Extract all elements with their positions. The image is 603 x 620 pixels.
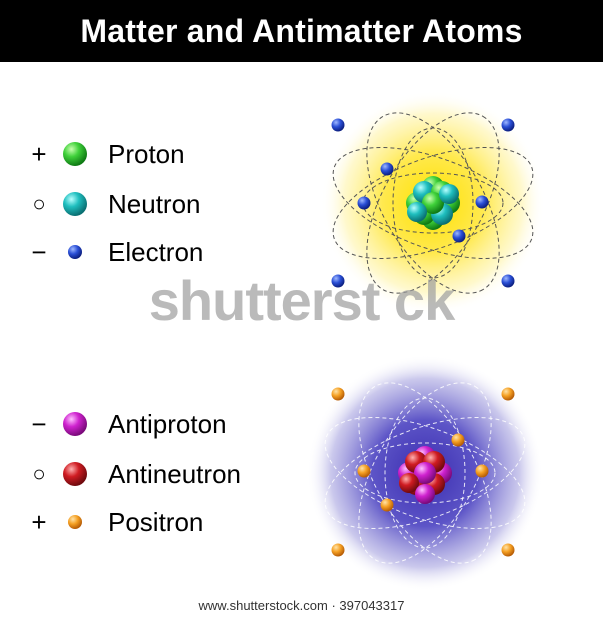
electron-icon bbox=[58, 235, 92, 269]
antimatter-atom-diagram bbox=[307, 355, 543, 591]
neutron-label: Neutron bbox=[108, 188, 201, 219]
legend-item-neutron: ○ Neutron bbox=[28, 184, 201, 224]
proton-icon bbox=[58, 137, 92, 171]
legend-item-positron: + Positron bbox=[28, 502, 203, 542]
neutral-sign: ○ bbox=[32, 461, 46, 486]
minus-sign: − bbox=[31, 237, 47, 267]
positron-icon bbox=[58, 505, 92, 539]
positrons bbox=[331, 387, 515, 557]
nucleus bbox=[406, 176, 460, 230]
watermark: shutterst ck bbox=[148, 269, 455, 332]
electron-label: Electron bbox=[108, 236, 204, 267]
antiproton-label: Antiproton bbox=[108, 408, 227, 439]
neutral-sign: ○ bbox=[32, 191, 46, 216]
footer-credit: www.shutterstock.com · 397043317 bbox=[198, 598, 405, 613]
plus-sign: + bbox=[31, 139, 47, 169]
matter-atom-diagram bbox=[321, 91, 545, 315]
page-title: Matter and Antimatter Atoms bbox=[0, 0, 603, 62]
neutron-icon bbox=[58, 187, 92, 221]
electrons bbox=[331, 118, 515, 288]
plus-sign: + bbox=[31, 507, 47, 537]
legend-item-proton: + Proton bbox=[28, 134, 185, 174]
proton-label: Proton bbox=[108, 138, 185, 169]
legend-item-electron: − Electron bbox=[28, 232, 203, 272]
minus-sign: − bbox=[31, 409, 47, 439]
legend-item-antiproton: − Antiproton bbox=[28, 404, 227, 444]
positron-label: Positron bbox=[108, 506, 204, 537]
antinucleus bbox=[398, 446, 452, 504]
antineutron-label: Antineutron bbox=[108, 458, 241, 489]
antiproton-icon bbox=[58, 407, 92, 441]
antineutron-icon bbox=[58, 457, 92, 491]
legend-item-antineutron: ○ Antineutron bbox=[28, 454, 241, 494]
